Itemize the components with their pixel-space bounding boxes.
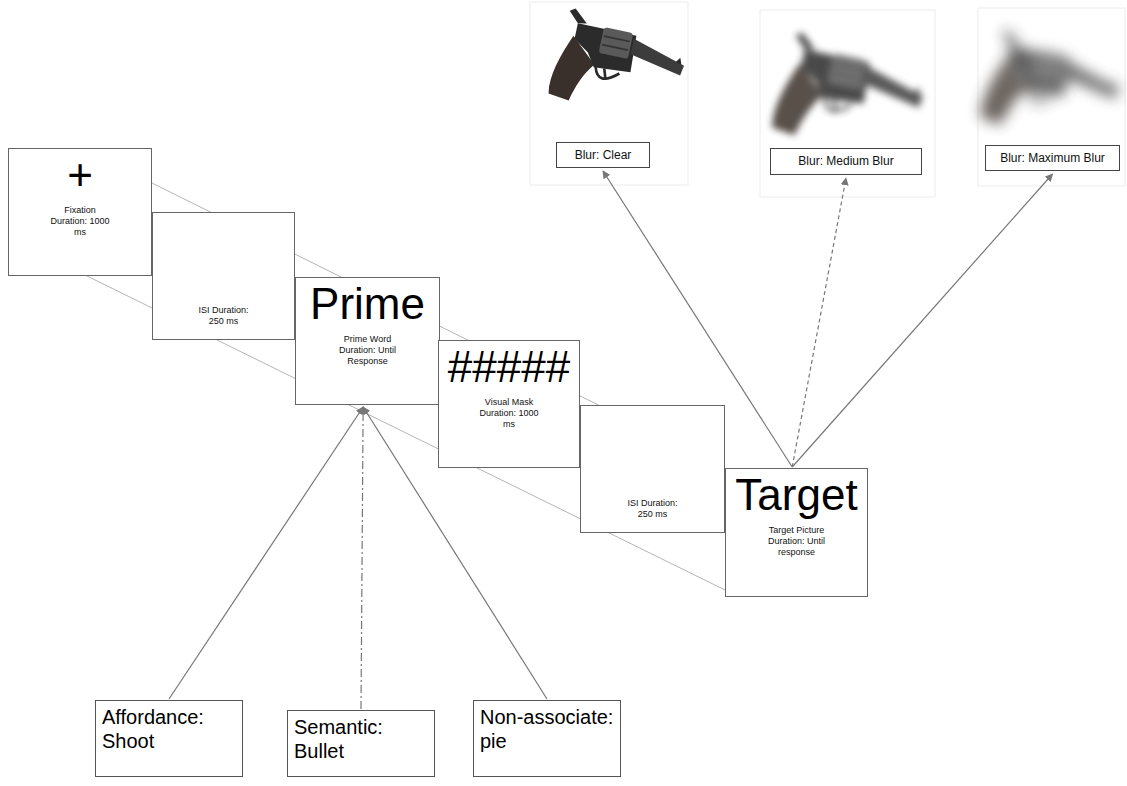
trial-screen: TargetTarget Picture Duration: Until res… (725, 468, 868, 597)
blur-label-box: Blur: Maximum Blur (985, 145, 1120, 171)
screen-caption: Visual Mask Duration: 1000 ms (477, 397, 541, 430)
screen-caption: ISI Duration: 250 ms (192, 305, 256, 327)
blur-label-box: Blur: Medium Blur (770, 148, 922, 175)
screen-caption: Fixation Duration: 1000 ms (48, 205, 112, 238)
connector (169, 407, 363, 699)
connector (792, 174, 1052, 467)
trial-screen: ##### Visual Mask Duration: 1000 ms (438, 340, 580, 468)
prime-type-label: Affordance: Shoot (102, 705, 236, 753)
screen-caption: Target Picture Duration: Until response (765, 525, 829, 558)
screen-caption: ISI Duration: 250 ms (621, 498, 685, 520)
blur-label: Blur: Maximum Blur (1000, 151, 1105, 165)
blur-label: Blur: Medium Blur (798, 154, 893, 168)
screen-symbol: ##### (448, 343, 570, 391)
prime-type-box: Non-associate: pie (473, 700, 621, 777)
gun-clear (547, 6, 691, 122)
trial-screen: PrimePrime Word Duration: Until Response (295, 277, 440, 405)
connector (361, 407, 363, 709)
blur-label-box: Blur: Clear (556, 142, 650, 168)
trial-screen: ISI Duration: 250 ms (580, 405, 725, 533)
screen-symbol: Target (735, 471, 857, 519)
screen-caption: Prime Word Duration: Until Response (336, 334, 400, 367)
photo-frame (760, 10, 935, 197)
screen-symbol: + (67, 151, 93, 199)
prime-type-box: Affordance: Shoot (95, 700, 243, 777)
gun-maximum-blur (979, 28, 1126, 147)
screen-symbol: Prime (310, 280, 425, 328)
blur-label: Blur: Clear (575, 148, 632, 162)
trial-screen: ISI Duration: 250 ms (152, 212, 295, 340)
prime-type-box: Semantic: Bullet (287, 710, 435, 777)
prime-type-label: Semantic: Bullet (294, 715, 428, 763)
trial-screen: + Fixation Duration: 1000 ms (8, 148, 152, 276)
gun-medium-blur (771, 30, 931, 159)
connector (792, 178, 846, 467)
prime-type-label: Non-associate: pie (480, 705, 614, 753)
